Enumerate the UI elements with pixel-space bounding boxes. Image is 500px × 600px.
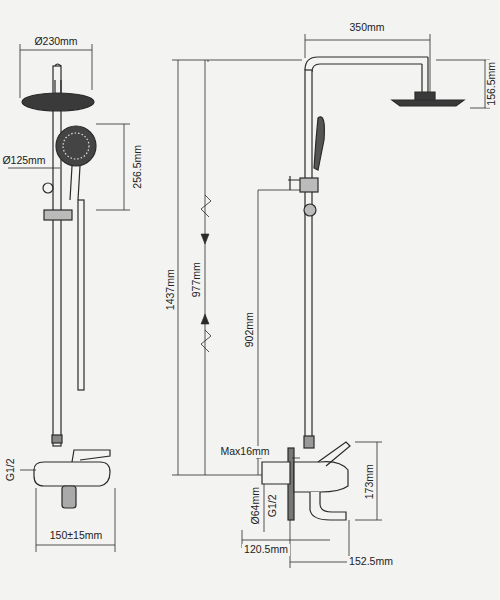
overhead-shower (392, 92, 464, 106)
dimension-label: 152.5mm (347, 556, 395, 568)
dimension-label: 256.5mm (132, 143, 144, 191)
mixer-body (262, 462, 348, 492)
mixer-lever (318, 442, 350, 466)
mixer-handle (72, 450, 110, 462)
break-line (201, 195, 211, 352)
hand-shower (314, 117, 324, 170)
riser-pipe (53, 66, 61, 446)
pipe-joint (304, 436, 314, 448)
dimension-label: 350mm (347, 22, 386, 34)
dimension-label: 1437mm (164, 268, 176, 313)
dimension-label: 977mm (191, 260, 203, 299)
dimension-label: 173mm (364, 462, 376, 501)
hand-shower-face (63, 133, 89, 159)
dimension-label: G1/2 (4, 457, 16, 484)
shower-arm (305, 57, 428, 92)
dimension-label: 902mm (244, 310, 256, 349)
dimension-label: 156.5mm (486, 60, 498, 108)
front-view (172, 34, 490, 568)
side-view (8, 44, 130, 552)
dimension-line (242, 520, 349, 568)
dimension-label: Ø64mm (250, 485, 262, 526)
spout (310, 492, 346, 520)
overhead-shower (22, 93, 94, 111)
dimension-line (264, 442, 382, 532)
diverter-knob (288, 176, 300, 190)
spout (62, 486, 76, 508)
riser-pipe (305, 70, 312, 440)
dimension-label: G1/2 (266, 493, 278, 520)
slider-bracket (44, 210, 72, 220)
dimension-label: Ø230mm (32, 36, 79, 48)
dimension-label: 120.5mm (242, 544, 290, 556)
mixer-body (34, 462, 110, 486)
shower-arm (55, 64, 61, 93)
diverter-knob (43, 183, 53, 193)
dimension-label: 150±15mm (48, 530, 104, 542)
dimension-line (172, 60, 302, 475)
hand-shower-handle (70, 166, 80, 200)
dimension-line (20, 470, 115, 552)
slider-bracket (300, 178, 318, 192)
dimension-line (256, 190, 300, 475)
slide-rod (78, 200, 84, 390)
pipe-joint (304, 204, 316, 216)
pipe-joint (52, 435, 62, 443)
dimension-label: Ø125mm (0, 155, 47, 167)
dimension-label: Max16mm (218, 446, 271, 458)
dimension-line (305, 34, 430, 96)
dimension-line (8, 124, 130, 210)
hand-shower (56, 126, 96, 166)
dimension-line (436, 60, 490, 108)
